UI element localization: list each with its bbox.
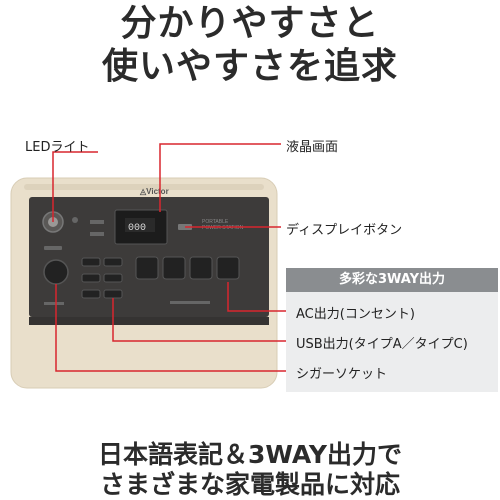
output-panel-title: 多彩な3WAY出力: [286, 268, 498, 292]
headline-line-1: 分かりやすさと: [120, 3, 380, 44]
ac-outlet: [216, 256, 240, 280]
usb-port: [103, 273, 123, 283]
usb-port: [81, 273, 101, 283]
device-face-lower: [29, 317, 269, 325]
svg-text:PORTABLE: PORTABLE: [202, 219, 229, 225]
usb-port: [103, 289, 123, 299]
usb-port: [103, 257, 123, 267]
footer-line-1: 日本語表記＆3WAY出力で: [98, 440, 402, 469]
brand-logo: ◬Victor: [139, 187, 169, 196]
callout-line-ac: [227, 282, 286, 312]
ac-outlet: [162, 256, 186, 280]
ac-outlet: [135, 256, 159, 280]
label-display-button: ディスプレイボタン: [286, 223, 403, 238]
callout-line-lcd: [159, 143, 281, 212]
cigar-socket: [43, 259, 69, 285]
usb-port: [81, 257, 101, 267]
svg-text:000: 000: [128, 223, 146, 234]
usb-port: [81, 289, 101, 299]
ac-outlet: [189, 256, 213, 280]
label-cigar-socket: シガーソケット: [296, 367, 388, 382]
footer-line-2: さまざまな家電製品に対応: [99, 470, 400, 499]
label-led-light: LEDライト: [25, 140, 90, 155]
callout-line-cigar: [55, 284, 286, 372]
headline-line-2: 使いやすさを追求: [101, 46, 398, 87]
svg-text:POWER STATION: POWER STATION: [202, 225, 244, 231]
device-top-strip: [24, 184, 264, 190]
callout-line-led: [52, 151, 98, 222]
output-panel: [286, 292, 498, 392]
callout-line-usb: [112, 298, 286, 342]
label-usb-output: USB出力(タイプA／タイプC): [296, 337, 468, 352]
label-ac-output: AC出力(コンセント): [296, 307, 415, 322]
label-lcd-screen: 液晶画面: [286, 140, 339, 155]
